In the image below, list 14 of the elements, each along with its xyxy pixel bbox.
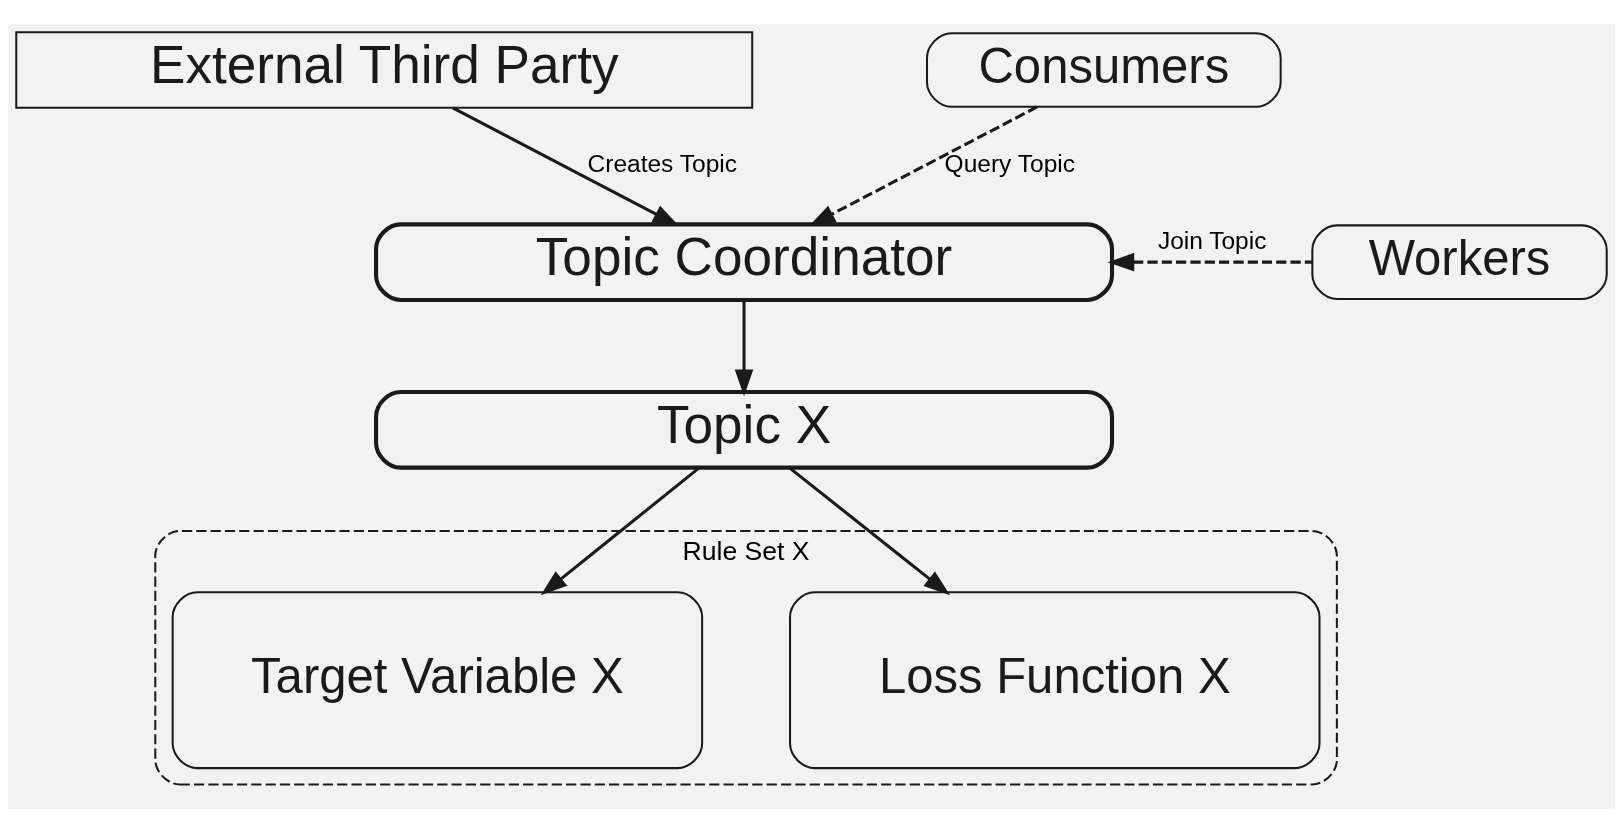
- node-box: Workers: [1311, 223, 1608, 300]
- edge-label: Creates Topic: [587, 149, 737, 177]
- arrow: [808, 105, 1038, 226]
- edge-label: Join Topic: [1157, 226, 1267, 254]
- edge-label: Query Topic: [944, 149, 1075, 177]
- arrow: [452, 106, 680, 226]
- arrow: [1107, 252, 1313, 271]
- node-box: Topic X: [374, 389, 1115, 470]
- arrow: [734, 300, 754, 396]
- node-box: Target Variable X: [171, 590, 704, 769]
- node-box: Topic Coordinator: [374, 221, 1115, 302]
- node-box: Loss Function X: [789, 590, 1321, 769]
- node-box: Consumers: [926, 31, 1282, 108]
- node-box: External Third Party: [15, 30, 754, 109]
